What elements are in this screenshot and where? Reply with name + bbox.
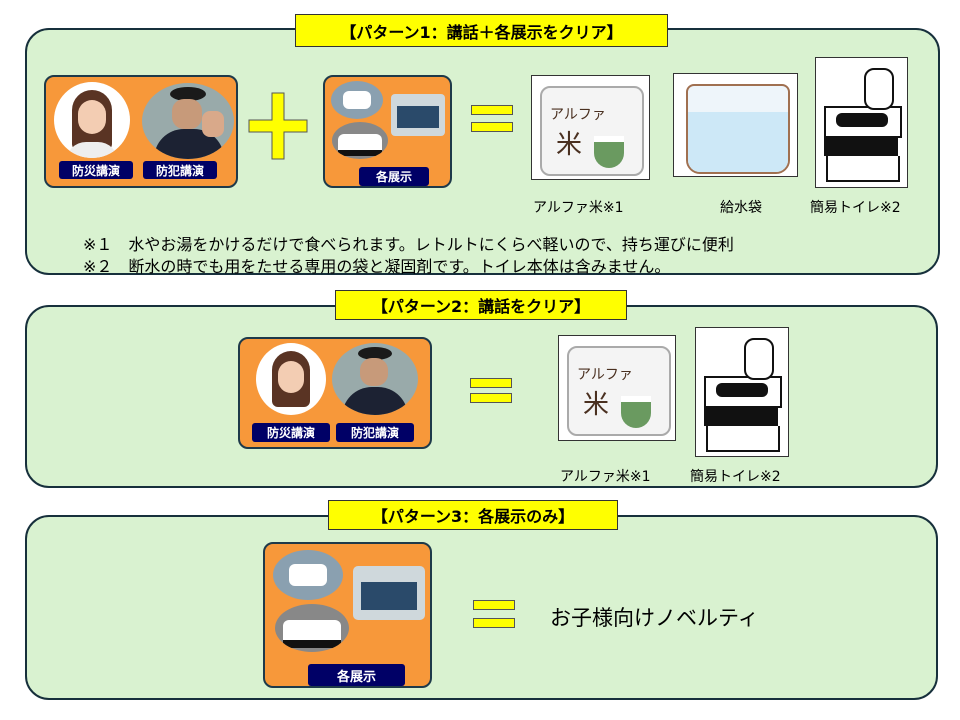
equals-icon [470, 378, 512, 412]
rice-bag-text: アルファ [577, 367, 633, 383]
lecture-box: 防災講演 防犯講演 [238, 337, 432, 449]
alpha-rice-image: アルファ 米 [531, 75, 650, 180]
disaster-lecturer-photo [256, 343, 326, 415]
item-caption: 給水袋 [720, 200, 762, 216]
crime-lecture-label: 防犯講演 [143, 161, 217, 179]
water-bag-image [673, 73, 798, 177]
police-truck-photo [391, 94, 445, 136]
rice-bag-text: 米 [583, 390, 610, 420]
exhibit-label: 各展示 [308, 664, 405, 686]
equals-icon [473, 600, 515, 634]
pattern2-title: 【パターン2：講話をクリア】 [335, 290, 627, 320]
footnote-2: ※２ 断水の時でも用をたせる専用の袋と凝固剤です。トイレ本体は含みません。 [83, 257, 671, 276]
lecture-box: 防災講演 防犯講演 [44, 75, 238, 188]
rice-bag-text: アルファ [550, 107, 606, 123]
portable-toilet-image [695, 327, 789, 457]
exhibit-box: 各展示 [263, 542, 432, 688]
novelty-reward-text: お子様向けノベルティ [550, 606, 759, 630]
disaster-lecture-label: 防災講演 [252, 423, 330, 442]
item-caption: アルファ米※1 [560, 469, 651, 485]
item-caption: 簡易トイレ※2 [810, 200, 901, 216]
exhibit-label: 各展示 [359, 167, 429, 186]
alpha-rice-image: アルファ 米 [558, 335, 676, 441]
equals-icon [471, 105, 513, 139]
disaster-lecture-label: 防災講演 [59, 161, 133, 179]
patrol-car-photo [275, 604, 349, 652]
pattern1-title: 【パターン1：講話＋各展示をクリア】 [295, 14, 668, 47]
crime-lecturer-photo [332, 343, 418, 415]
motorcycle-photo [273, 550, 343, 600]
crime-lecture-label: 防犯講演 [336, 423, 414, 442]
rice-bag-text: 米 [556, 130, 583, 160]
disaster-lecturer-photo [54, 82, 130, 158]
patrol-car-photo [332, 122, 388, 159]
item-caption: 簡易トイレ※2 [690, 469, 781, 485]
police-truck-photo [353, 566, 425, 620]
pattern3-title: 【パターン3：各展示のみ】 [328, 500, 618, 530]
crime-lecturer-photo [142, 83, 234, 159]
item-caption: アルファ米※1 [533, 200, 624, 216]
motorcycle-photo [331, 81, 383, 119]
footnote-1: ※１ 水やお湯をかけるだけで食べられます。レトルトにくらべ軽いので、持ち運びに便… [83, 235, 734, 254]
plus-icon [248, 92, 308, 160]
exhibit-box: 各展示 [323, 75, 452, 188]
portable-toilet-image [815, 57, 908, 188]
